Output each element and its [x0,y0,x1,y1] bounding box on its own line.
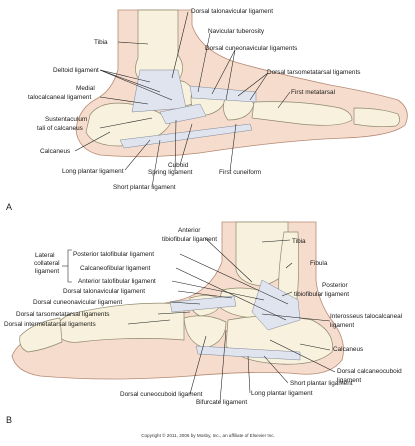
label-b-posterior-talofibular: Posterior talofibular ligament [73,251,154,258]
label-a-navicular-tuberosity: Navicular tuberosity [208,28,265,35]
label-b-fibula: Fibula [310,260,328,267]
label-a-spring: Spring ligament [148,169,193,176]
label-b-dorsal-tarsometatarsal: Dorsal tarsometatarsal ligaments [16,311,109,318]
label-a-sustentaculum: Sustentaculum [45,116,87,123]
label-b-calcaneocuboid-ligament: ligament [337,377,361,384]
label-a-talocalcaneal: talocalcaneal ligament [28,94,91,101]
label-a-calcaneus: Calcaneus [40,148,70,155]
panel-a-letter: A [6,202,12,212]
label-a-first-cuneiform: First cuneiform [219,169,261,176]
panel-b-dorsal-band [169,295,237,313]
label-a-dorsal-talonavicular: Dorsal talonavicular ligament [191,8,273,15]
label-b-interosseus-ligament: ligament [330,322,354,329]
label-b-dorsal-talonavicular: Dorsal talonavicular ligament [63,288,145,295]
panel-a-deltoid-band [131,69,187,113]
label-b-calcaneofibular: Calcaneofibular ligament [80,265,151,272]
label-a-first-metatarsal: First metatarsal [291,89,335,96]
label-a-deltoid: Deltoid ligament [53,67,99,74]
label-b-long-plantar: Long plantar ligament [251,390,313,397]
label-b-anterior: Anterior [178,227,201,234]
panel-b-lateral-collateral-band [251,279,301,331]
label-b-short-plantar: Short plantar ligament [290,380,353,387]
label-b-lateral: Lateral [35,252,55,259]
label-a-tali-of-calcaneus: tali of calcaneus [37,125,83,132]
panel-b-illustration [11,221,344,380]
label-b-anterior-talofibular: Anterior talofibular ligament [78,278,156,285]
label-a-dorsal-cuneonavicular: Dorsal cuneonavicular ligaments [205,45,297,52]
label-a-short-plantar: Short plantar ligament [113,184,176,191]
label-a-cuboid: Cuboid [168,162,189,169]
panel-b-leaders [127,237,336,403]
label-b-interosseus-talocalcaneal: Interosseus talocalcaneal [330,313,402,320]
label-b-bifurcate: Bifurcate ligament [196,399,247,406]
label-b-dorsal-cuneonavicular: Dorsal cuneonavicular ligament [33,299,122,306]
panel-b-cuboid-bone [183,315,227,349]
panel-a-dorsal-band [189,85,257,103]
panel-b-plantar-band [195,345,301,361]
panel-a-toe-bone [353,107,400,128]
label-b-posterior-tibiofibular: tibiofibular ligament [294,291,349,298]
panel-a-plantar-band [119,123,253,149]
label-a-tibia: Tibia [94,39,108,46]
panel-b-letter: B [6,415,12,425]
panel-b-labels: Anterior tibiofibular ligament Tibia Lat… [4,227,402,425]
panel-a-labels: Dorsal talonavicular ligament Tibia Navi… [6,8,360,212]
label-b-dorsal-intermetatarsal: Dorsal intermetatarsal ligaments [4,321,96,328]
label-b-calcaneus: Calcaneus [333,346,363,353]
copyright-notice: Copyright © 2011, 2006 by Mosby, Inc., a… [141,432,275,438]
label-b-posterior: Posterior [322,282,348,289]
panel-a-spring-band [159,103,207,125]
panel-a-leaders [74,11,291,188]
panel-a-first-metatarsal-bone [251,101,353,126]
panel-b-lateral-collateral-brace [67,249,72,283]
label-b-tibiofibular: tibiofibular ligament [162,236,217,243]
panel-b-toes-bone [19,317,63,353]
panel-a-calcaneus-bone [85,102,171,147]
label-b-ligament: ligament [35,268,59,275]
label-a-medial: Medial [76,85,95,92]
label-b-dorsal-calcaneocuboid: Dorsal calcaneocuboid [337,368,402,375]
label-b-dorsal-cuneocuboid: Dorsal cuneocuboid ligament [120,391,203,398]
label-b-collateral: collateral [34,260,60,267]
label-a-long-plantar: Long plantar ligament [62,168,124,175]
label-a-dorsal-tarsometatarsal: Dorsal tarsometatarsal ligaments [267,69,360,76]
label-b-tibia: Tibia [292,238,306,245]
panel-a-illustration [75,9,408,158]
